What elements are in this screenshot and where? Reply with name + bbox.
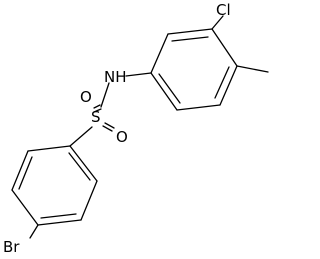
methyl-bond (236, 65, 269, 73)
c-s-bond (69, 126, 93, 147)
n-aryl-bond (125, 72, 152, 77)
s-o-double-bond (93, 108, 102, 113)
chlorine-label: Cl (216, 1, 231, 19)
double-bond-inner (18, 156, 33, 190)
double-bond-inner (40, 213, 77, 219)
sulfonyl-oxygen-bonds (93, 104, 115, 132)
bond (176, 104, 221, 111)
oxygen-label-bottom: O (116, 128, 128, 146)
nh-label: NH (104, 68, 127, 86)
double-bond-inner (158, 73, 181, 104)
molecule-diagram: Br S O O NH Cl (3, 1, 269, 256)
bond (167, 28, 213, 35)
bond (27, 145, 71, 152)
c-br-bond (29, 224, 39, 239)
s-o-double-bond (93, 104, 101, 109)
s-n-bond (100, 82, 110, 108)
bond (219, 65, 238, 106)
c-cl-bond (211, 15, 224, 30)
bromophenyl-ring (11, 145, 98, 226)
bond (150, 72, 178, 111)
double-bond-inner (214, 66, 230, 99)
structure-canvas: Br S O O NH Cl (3, 1, 269, 256)
bond (80, 180, 98, 221)
oxygen-label-top: O (80, 88, 92, 106)
sulfur-label: S (91, 108, 101, 126)
bond (211, 28, 238, 67)
bond (11, 150, 29, 191)
s-o-double-bond (102, 125, 113, 132)
chloromethylphenyl-ring (150, 28, 238, 111)
bromine-label: Br (3, 238, 20, 256)
bond (11, 189, 39, 226)
bond (69, 145, 98, 182)
double-bond-inner (68, 152, 91, 181)
double-bond-inner (171, 36, 209, 42)
s-o-double-bond (104, 122, 115, 129)
bond (150, 33, 169, 74)
bond (37, 219, 82, 226)
